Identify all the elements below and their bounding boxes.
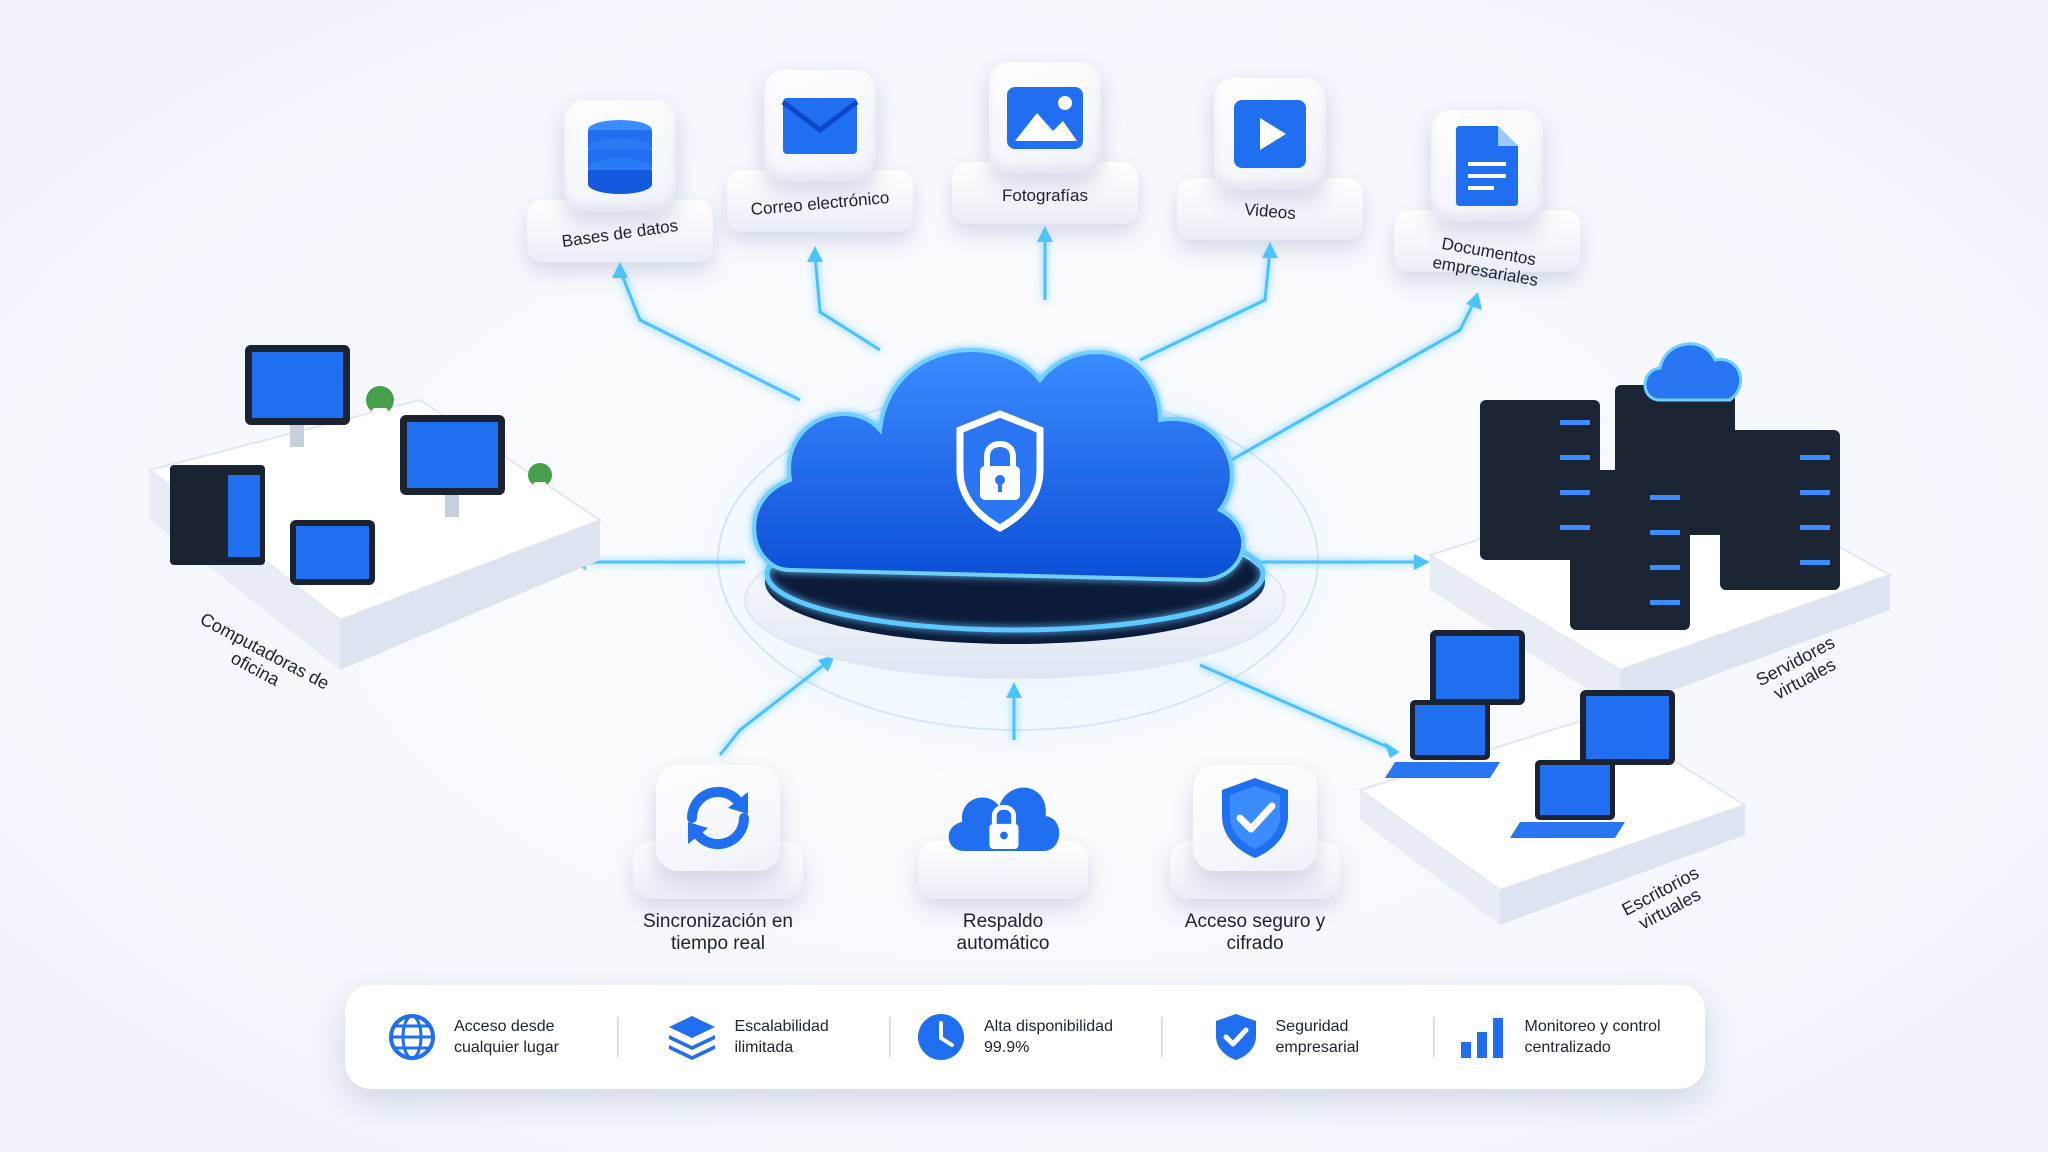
play-icon — [1234, 100, 1306, 168]
shield-check-icon — [1215, 1014, 1256, 1060]
virtual-desktops-node — [1357, 630, 1748, 925]
database-icon — [588, 120, 652, 194]
tile-label: Acceso seguro y cifrado — [1184, 911, 1326, 954]
line-desktops — [1199, 663, 1391, 750]
feature-label: Alta disponibilidad 99.9% — [984, 1018, 1113, 1056]
feature-availability: Alta disponibilidad 99.9% — [889, 1012, 1161, 1062]
feature-label: Seguridad empresarial — [1275, 1018, 1360, 1056]
tile-secure-access: Acceso seguro y cifrado — [1170, 765, 1340, 955]
feature-label: Acceso desde cualquier lugar — [454, 1018, 559, 1056]
tile-videos: Videos — [1177, 78, 1363, 240]
central-cloud — [744, 348, 1286, 679]
line-mail — [813, 254, 881, 352]
tile-label: Sincronización en tiempo real — [643, 911, 793, 954]
shield-check-icon — [1222, 778, 1288, 858]
image-icon — [1007, 87, 1083, 149]
clock-icon — [918, 1014, 964, 1060]
feature-label: Escalabilidad ilimitada — [734, 1018, 829, 1056]
tile-label: Respaldo automático — [956, 911, 1050, 954]
line-databases — [618, 269, 801, 402]
line-sync — [718, 658, 831, 756]
sync-icon — [686, 786, 750, 850]
feature-enterprise-security: Seguridad empresarial — [1161, 1012, 1433, 1062]
feature-anywhere-access: Acceso desde cualquier lugar — [345, 1013, 617, 1061]
mail-icon — [781, 98, 859, 154]
tile-mail: Correo electrónico — [727, 70, 913, 232]
feature-monitoring: Monitoreo y control centralizado — [1433, 1014, 1705, 1060]
tile-label: Fotografías — [1002, 186, 1088, 205]
tile-auto-backup: Respaldo automático — [918, 765, 1088, 955]
tile-realtime-sync: Sincronización en tiempo real — [633, 765, 803, 955]
tile-documents: Documentos empresariales — [1394, 110, 1580, 290]
line-videos — [1139, 249, 1272, 362]
globe-icon — [389, 1014, 435, 1060]
layers-icon — [668, 1016, 715, 1060]
tile-databases: Bases de datos — [527, 100, 713, 262]
bar-chart-icon — [1460, 1018, 1503, 1058]
feature-label: Monitoreo y control centralizado — [1524, 1018, 1661, 1056]
cloud-lock-icon — [948, 787, 1060, 851]
office-computers-node — [147, 345, 603, 670]
feature-bar: Acceso desde cualquier lugar Escalabilid… — [345, 985, 1705, 1089]
feature-scalability: Escalabilidad ilimitada — [617, 1014, 889, 1060]
tile-photos: Fotografías — [952, 62, 1138, 224]
document-icon — [1456, 126, 1518, 206]
virtual-servers-node — [1427, 342, 1893, 710]
line-documents — [1204, 299, 1477, 477]
